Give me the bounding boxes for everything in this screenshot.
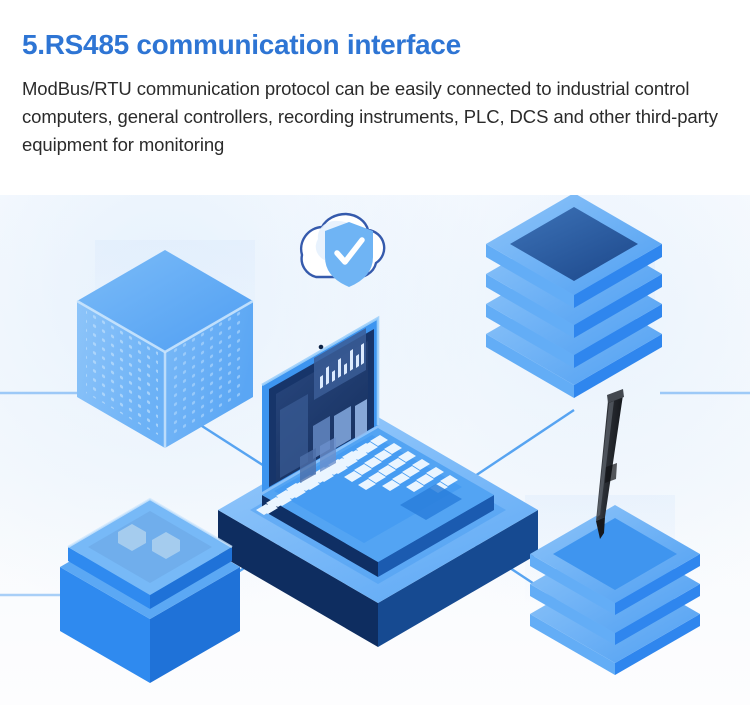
cube-left-perforations [86,307,158,435]
hexagon-container-box[interactable] [60,497,240,683]
stylus-highlight [597,401,614,517]
laptop-base [256,428,494,577]
laptop-workstation[interactable] [218,315,538,647]
hexagon-shapes [118,524,180,559]
laptop-trackpad[interactable] [400,484,462,520]
connector-to-layer-stack [471,409,575,479]
text-block: 5.RS485 communication interface ModBus/R… [0,0,750,159]
platform-front-right-face [378,510,538,647]
box-lid-front-left [68,547,150,609]
stylus-tip [596,517,605,539]
laptop-base-front-right [378,495,494,577]
shield-check-icon [334,237,365,265]
box-lid-recess [88,511,212,583]
box-lid-front-right [150,547,232,609]
stylus-cap [607,389,624,403]
perforated-server-cube[interactable] [76,250,254,448]
lid-edge-highlight [261,315,380,425]
dashboard-chart-bars [320,343,364,389]
box-lid-highlight [67,497,233,548]
illustration-canvas [0,195,750,683]
box-front-left-face [60,567,150,683]
platform-front-left-face [218,510,378,647]
dashboard-lower-tiles [300,437,336,483]
page-title: 5.RS485 communication interface [22,29,461,60]
stack-recessed-surface [510,207,638,281]
screen-dashboard [280,328,367,483]
keyboard-keys [256,435,458,515]
keyboard-area [274,435,462,543]
laptop-base-front-left [262,495,378,577]
section-description: ModBus/RTU communication protocol can be… [22,77,718,156]
laptop-screen-assembly [261,315,380,492]
stylus-grip-band [605,463,617,483]
webcam-icon [318,344,324,350]
stack-layer-1-top [486,195,662,308]
stylus-stack-layer-1-top [530,505,700,615]
box-front-right-face [150,567,240,683]
cloud-security-shield[interactable] [299,212,386,287]
stylus-on-layer-stack[interactable] [530,389,700,675]
stylus-icon[interactable] [596,389,624,539]
isometric-network-illustration [0,195,750,705]
stylus-stack-recessed-surface [553,518,677,590]
layered-disk-stack[interactable] [486,195,662,398]
cube-right-perforations [172,307,244,435]
